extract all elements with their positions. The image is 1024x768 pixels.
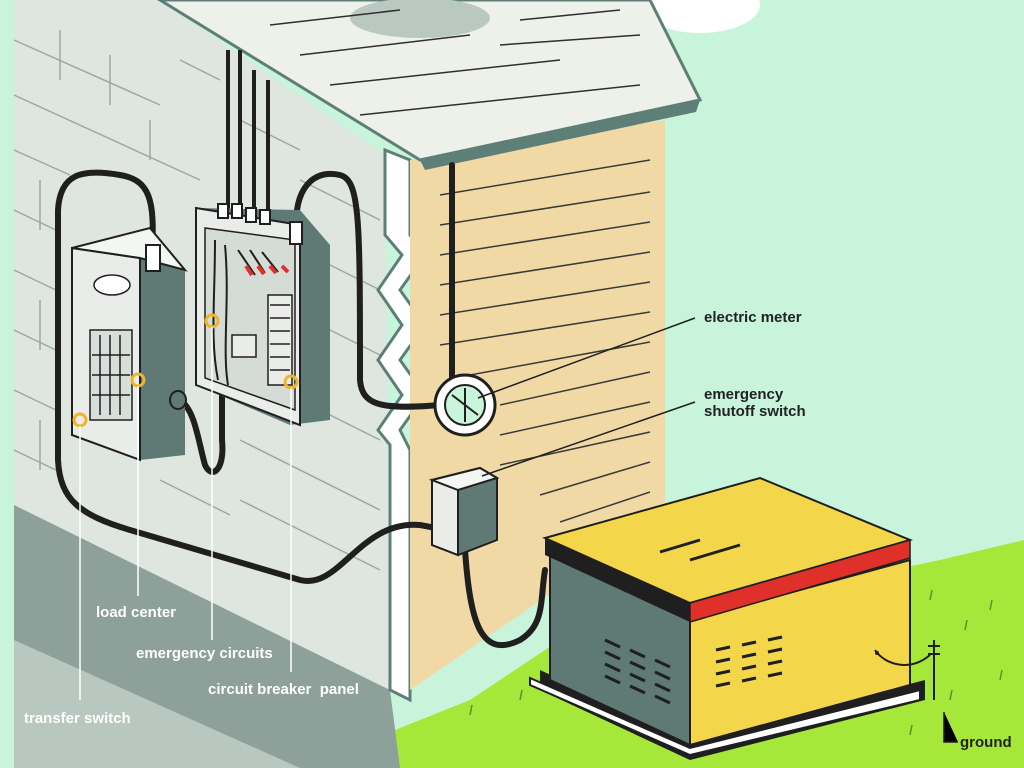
standby-generator — [529, 476, 925, 760]
cable-breaker-to-meter — [293, 170, 443, 410]
roof-shingles — [269, 9, 641, 116]
siding-lines — [439, 159, 651, 523]
label-circuit-breaker-panel: circuit breaker panel — [208, 681, 359, 698]
label-emergency-circuits: emergency circuits — [136, 645, 273, 662]
brick-lines — [13, 30, 381, 571]
label-electric-meter: electric meter — [704, 309, 802, 326]
leader-lines — [79, 327, 292, 700]
leader-lines-dark — [477, 317, 958, 743]
cables — [55, 162, 548, 649]
circuit-breaker-panel — [195, 203, 330, 427]
pavement — [14, 640, 300, 768]
cable-loadcenter-breaker — [177, 392, 226, 475]
label-transfer-switch: transfer switch — [24, 710, 131, 727]
label-emergency-shutoff-line2: shutoff switch — [704, 403, 806, 420]
ground-rod — [874, 640, 940, 700]
label-emergency-shutoff-line1: emergency — [704, 386, 784, 403]
service-wires — [226, 50, 270, 210]
roof-edge — [420, 100, 700, 170]
leader-ground — [943, 712, 958, 743]
cloud — [640, 0, 760, 33]
grass-tufts — [469, 589, 1003, 736]
load-center-box — [71, 226, 188, 462]
leader-emergency-shutoff — [481, 401, 696, 477]
roof-shadow — [350, 0, 490, 38]
emergency-shutoff-switch — [428, 466, 500, 557]
cable-load-center-top — [55, 169, 439, 584]
cable-switch-generator — [462, 547, 548, 649]
leader-electric-meter — [477, 317, 696, 399]
label-ground: ground — [960, 734, 1012, 751]
electric-meter — [433, 373, 497, 437]
label-load-center: load center — [96, 604, 176, 621]
